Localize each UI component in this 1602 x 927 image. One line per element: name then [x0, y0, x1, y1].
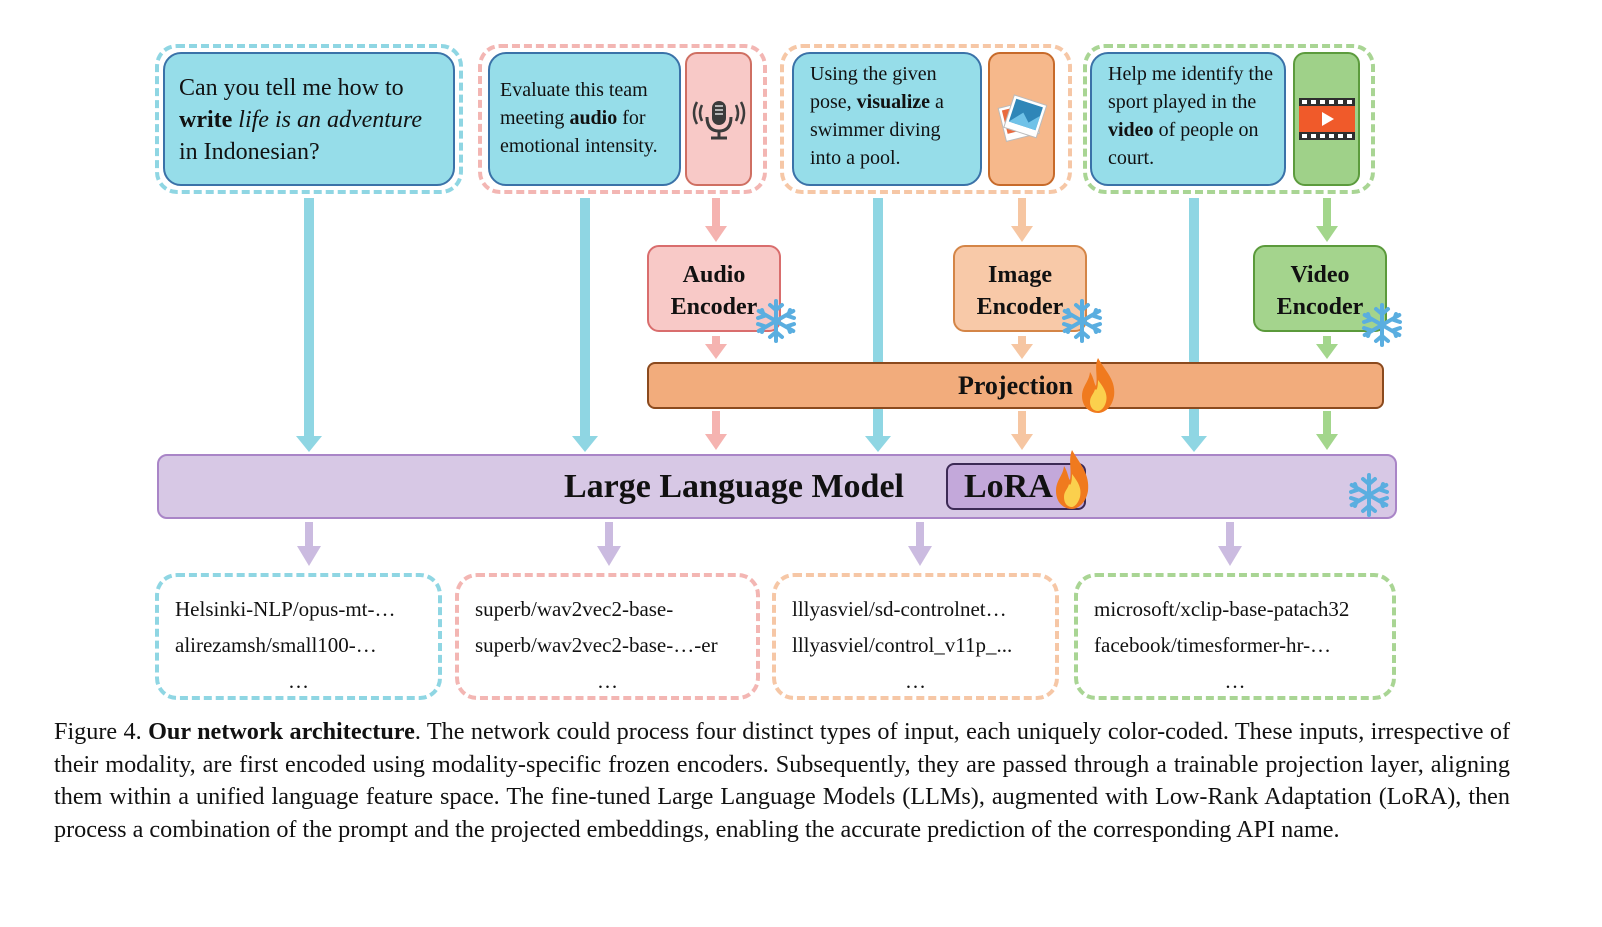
output-api-item: alirezamsh/small100-…: [175, 633, 377, 657]
snowflake-icon: [1362, 303, 1402, 347]
image-prompt-post: a swimmer diving into a pool.: [810, 91, 944, 169]
snowflake-icon: [1349, 473, 1389, 517]
figure-caption: Figure 4. Our network architecture. The …: [54, 716, 1510, 846]
audio-encoder-line2: Encoder: [670, 294, 758, 320]
output-api-item: facebook/timesformer-hr-…: [1094, 633, 1332, 657]
large-language-model: Large Language Model LoRA: [157, 454, 1397, 519]
output-api-item: Helsinki-NLP/opus-mt-…: [175, 597, 396, 621]
arrow-llm-to-output-text: [297, 522, 321, 566]
output-api-item: lllyasviel/sd-controlnet…: [792, 597, 1007, 621]
image-input-group: [780, 44, 1072, 194]
caption-body: . The network could process four distinc…: [54, 718, 1511, 843]
snowflake-icon: [1062, 299, 1102, 343]
arrow-audio-to-encoder: [705, 198, 727, 242]
audio-input-group: [478, 44, 767, 194]
flame-icon: [1082, 358, 1115, 413]
video-prompt-pre: Help me identify the sport played in the: [1108, 63, 1273, 113]
video-input-group: [1083, 44, 1375, 194]
image-prompt-bold: visualize: [856, 91, 931, 113]
output-api-item: superb/wav2vec2-base-: [475, 597, 674, 621]
snowflake-icon: [756, 299, 796, 343]
output-more-ellipsis: …: [597, 669, 618, 693]
caption-label: Figure 4.: [54, 718, 142, 745]
text-prompt-italic: life is an adventure: [238, 107, 423, 133]
text-prompt: Can you tell me how to write life is an …: [163, 52, 455, 186]
text-prompt-bold: write: [179, 107, 233, 133]
arrow-llm-to-output-image: [908, 522, 932, 566]
video-prompt: Help me identify the sport played in the…: [1090, 52, 1286, 186]
output-more-ellipsis: …: [1224, 669, 1246, 693]
arrow-video-projection-to-llm: [1316, 411, 1338, 450]
audio-prompt-pre: Evaluate this team meeting: [500, 79, 648, 129]
flame-icon: [1056, 450, 1089, 509]
output-image-apis: lllyasviel/sd-controlnet… lllyasviel/con…: [772, 573, 1059, 700]
video-encoder-line1: Video: [1290, 262, 1350, 288]
projection-layer: Projection: [647, 362, 1384, 409]
arrow-text-4-to-llm: [1181, 198, 1207, 452]
video-encoder: Video Encoder: [1253, 245, 1387, 332]
arrow-image-encoder-to-projection: [1011, 336, 1033, 359]
image-prompt-pre: Using the given pose,: [810, 63, 937, 113]
arrow-audio-encoder-to-projection: [705, 336, 727, 359]
audio-encoder-line1: Audio: [682, 262, 746, 288]
video-prompt-bold: video: [1108, 119, 1154, 141]
arrow-text-2-to-llm: [572, 198, 598, 452]
video-modality-tile: [1293, 52, 1360, 186]
output-api-item: lllyasviel/control_v11p_...: [792, 633, 1013, 657]
arrow-text-3-to-llm: [865, 198, 891, 452]
output-api-item: superb/wav2vec2-base-…-er: [475, 633, 718, 657]
video-encoder-line2: Encoder: [1276, 294, 1364, 320]
arrow-llm-to-output-audio: [597, 522, 621, 566]
text-input-group: [155, 44, 463, 194]
image-prompt: Using the given pose, visualize a swimme…: [792, 52, 982, 186]
lora-adapter: LoRA: [946, 463, 1086, 510]
image-encoder: Image Encoder: [953, 245, 1087, 332]
llm-title: Large Language Model: [564, 468, 904, 505]
output-text-apis: Helsinki-NLP/opus-mt-… alirezamsh/small1…: [155, 573, 442, 700]
audio-modality-tile: [685, 52, 752, 186]
arrow-image-projection-to-llm: [1011, 411, 1033, 450]
output-more-ellipsis: …: [288, 669, 309, 693]
arrow-image-to-encoder: [1011, 198, 1033, 242]
microphone-icon: [692, 101, 745, 140]
image-encoder-line1: Image: [988, 262, 1052, 288]
image-encoder-line2: Encoder: [976, 294, 1064, 320]
output-api-item: microsoft/xclip-base-patach32: [1094, 597, 1350, 621]
film-play-icon: [1298, 98, 1355, 140]
text-prompt-pre: Can you tell me how to: [179, 75, 404, 101]
lora-label: LoRA: [964, 468, 1053, 505]
audio-prompt-post: for emotional intensity.: [500, 107, 658, 157]
audio-prompt-bold: audio: [569, 107, 618, 129]
video-prompt-post: of people on court.: [1108, 119, 1259, 169]
arrow-text-1-to-llm: [296, 198, 322, 452]
image-modality-tile: [988, 52, 1055, 186]
photos-icon: [997, 94, 1047, 142]
output-more-ellipsis: …: [905, 669, 926, 693]
arrow-video-to-encoder: [1316, 198, 1338, 242]
output-audio-apis: superb/wav2vec2-base- superb/wav2vec2-ba…: [455, 573, 760, 700]
arrow-llm-to-output-video: [1218, 522, 1242, 566]
arrow-audio-projection-to-llm: [705, 411, 727, 450]
arrow-video-encoder-to-projection: [1316, 336, 1338, 359]
caption-title: Our network architecture: [148, 718, 415, 745]
text-prompt-post: in Indonesian?: [179, 139, 320, 165]
audio-prompt: Evaluate this team meeting audio for emo…: [488, 52, 681, 186]
output-video-apis: microsoft/xclip-base-patach32 facebook/t…: [1074, 573, 1396, 700]
projection-label: Projection: [957, 371, 1074, 400]
